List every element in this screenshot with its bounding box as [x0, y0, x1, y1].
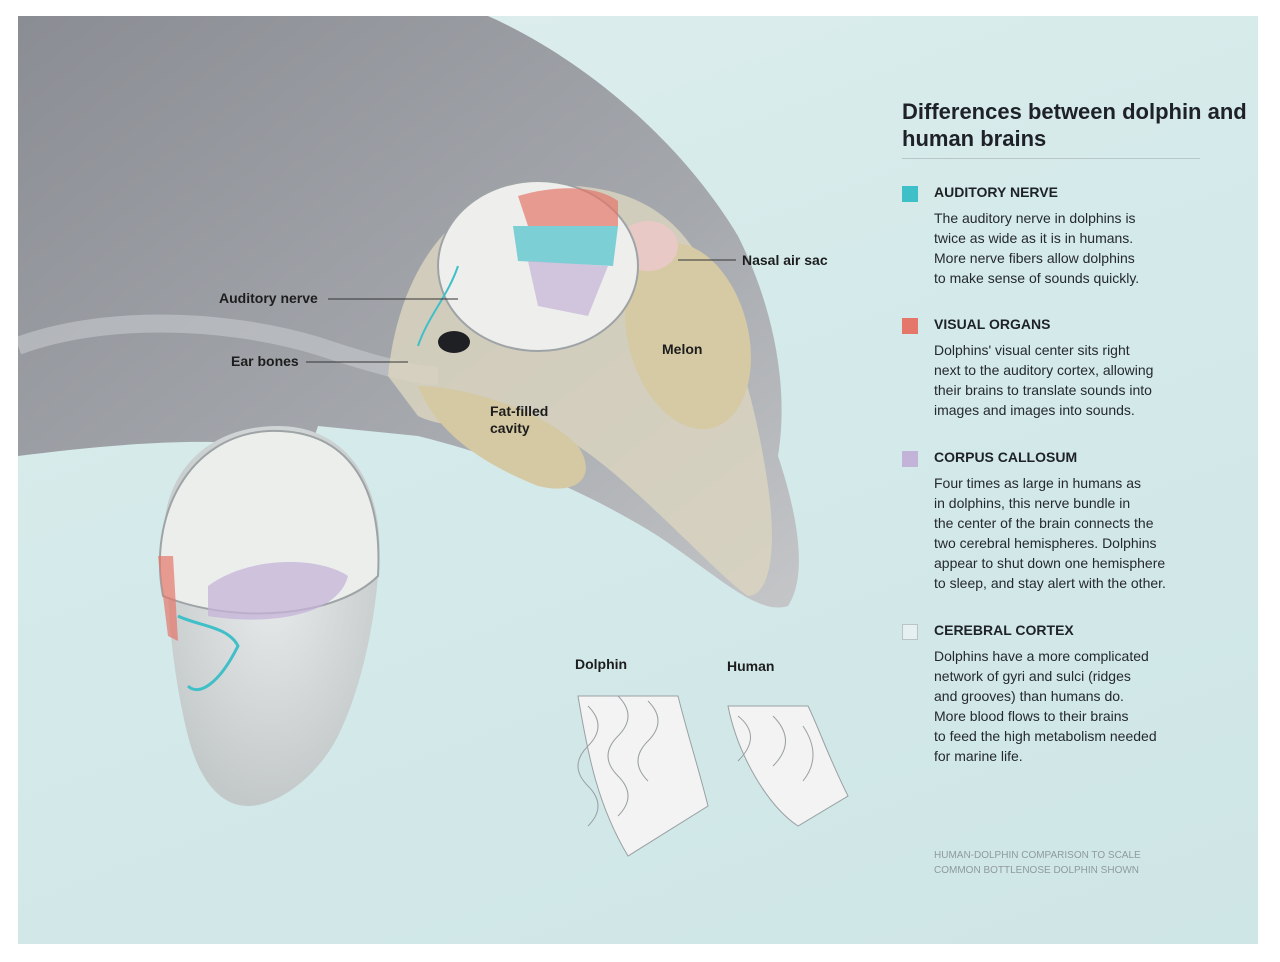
dolphin-eye	[438, 331, 470, 353]
section-body: The auditory nerve in dolphins is twice …	[934, 210, 1140, 286]
section-heading: CORPUS CALLOSUM	[934, 449, 1078, 465]
label-human: Human	[727, 658, 775, 674]
auditory-nerve-swatch	[902, 186, 918, 202]
corpus-callosum-swatch	[902, 451, 918, 467]
infographic: Auditory nerve Ear bones Fat-filled cavi…	[18, 16, 1258, 944]
illustration	[18, 16, 849, 857]
section-body: Dolphins have a more complicated network…	[934, 648, 1157, 764]
leader-lines	[306, 259, 736, 363]
title-divider	[902, 158, 1200, 159]
page-title: Differences between dolphin and human br…	[902, 99, 1247, 151]
cerebral-cortex-swatch	[902, 624, 918, 640]
human-head	[158, 426, 380, 806]
label-ear-bones: Ear bones	[231, 353, 299, 369]
label-fat-filled-cavity: Fat-filled cavity	[490, 403, 549, 436]
dolphin-brain	[417, 180, 639, 352]
melon-shape	[625, 242, 751, 430]
section-heading: AUDITORY NERVE	[934, 184, 1058, 200]
label-dolphin: Dolphin	[575, 656, 628, 672]
visual-organs-swatch	[902, 318, 918, 334]
section-body: Dolphins' visual center sits right next …	[934, 342, 1154, 418]
section-heading: CEREBRAL CORTEX	[934, 622, 1074, 638]
label-nasal-air-sac: Nasal air sac	[742, 252, 828, 268]
section-heading: VISUAL ORGANS	[934, 316, 1051, 332]
label-auditory-nerve: Auditory nerve	[219, 290, 318, 306]
cortex-comparison	[577, 695, 849, 857]
section-body: Four times as large in humans as in dolp…	[934, 475, 1166, 591]
fat-cavity-shape	[418, 386, 586, 489]
label-melon: Melon	[662, 341, 703, 357]
footnote: HUMAN-DOLPHIN COMPARISON TO SCALE COMMON…	[934, 850, 1141, 876]
